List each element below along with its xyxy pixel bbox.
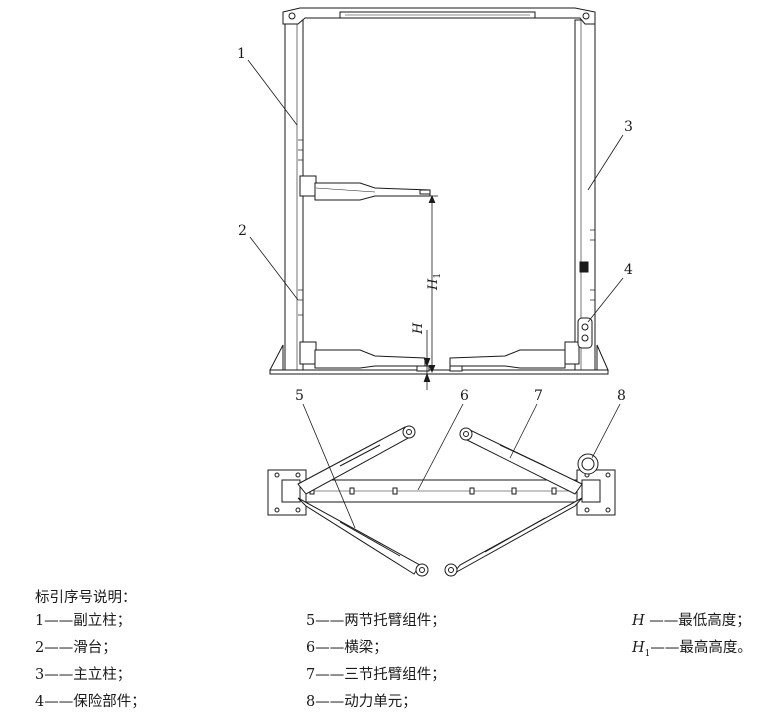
legend-item-4: 4——保险部件； bbox=[35, 694, 146, 710]
leader-lines bbox=[247, 59, 624, 529]
two-stage-arm-lower bbox=[297, 497, 429, 577]
callout-5: 5 bbox=[295, 388, 304, 404]
callout-7: 7 bbox=[534, 388, 543, 404]
legend-item-5: 5——两节托臂组件； bbox=[306, 613, 446, 629]
dimension-h bbox=[423, 330, 431, 390]
legend-item-2: 2——滑台； bbox=[35, 640, 117, 656]
legend-symbol-h1: H1——最高高度。 bbox=[632, 640, 752, 659]
power-unit bbox=[577, 453, 599, 475]
callout-3: 3 bbox=[624, 119, 633, 135]
carriage-raised bbox=[299, 175, 431, 201]
dimension-h1 bbox=[426, 194, 438, 374]
legend-item-7: 7——三节托臂组件； bbox=[306, 667, 446, 683]
legend-item-6: 6——横梁； bbox=[306, 640, 388, 656]
callout-8: 8 bbox=[617, 388, 626, 404]
callout-1: 1 bbox=[237, 46, 246, 62]
safety-lock bbox=[577, 317, 593, 349]
carriage-lowered bbox=[299, 341, 580, 372]
callout-2: 2 bbox=[238, 223, 247, 239]
callout-6: 6 bbox=[460, 388, 469, 404]
two-stage-arm-upper bbox=[297, 425, 416, 495]
callout-4: 4 bbox=[624, 262, 633, 278]
dimension-h-label: H bbox=[411, 322, 426, 335]
legend-symbol-h: H ——最低高度； bbox=[632, 613, 751, 629]
three-stage-arm-upper bbox=[459, 427, 583, 495]
legend-item-1: 1——副立柱； bbox=[35, 613, 132, 629]
three-stage-arm-lower bbox=[444, 497, 583, 577]
legend-item-8: 8——动力单元； bbox=[306, 694, 417, 710]
dimension-h1-label: H1 bbox=[426, 273, 443, 291]
base-plate bbox=[269, 369, 609, 375]
lift-diagram: 1 2 3 4 5 6 7 8 H1 H bbox=[237, 7, 633, 577]
legend-item-3: 3——主立柱； bbox=[35, 667, 132, 683]
legend-title: 标引序号说明： bbox=[35, 590, 137, 606]
top-crossbeam bbox=[282, 7, 596, 25]
